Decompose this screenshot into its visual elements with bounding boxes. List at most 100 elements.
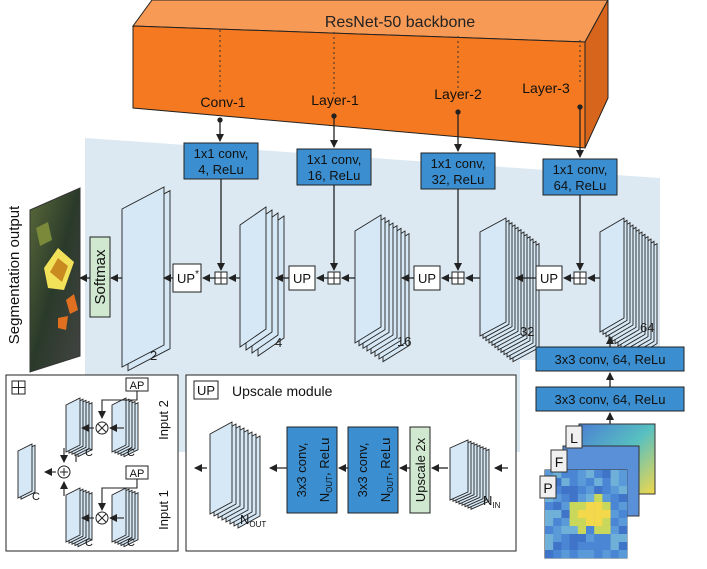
up-box-4: UP [535, 265, 563, 291]
svg-text:NOUT, ReLu: NOUT, ReLu [378, 438, 395, 503]
heatmap-cell [618, 534, 628, 543]
ap-label-top: AP [130, 380, 145, 392]
heatmap-cell [553, 470, 562, 479]
heatmap-cell [586, 542, 595, 551]
svg-text:UP: UP [418, 271, 436, 286]
heatmap-cell [553, 550, 562, 559]
heatmap-cell [577, 502, 587, 511]
conv1x1-64: 1x1 conv, 64, ReLu [542, 158, 618, 196]
feature-map-stacks [121, 186, 658, 372]
heatmap-cell [586, 486, 595, 495]
heatmap-cell [594, 494, 603, 503]
upscale-module-inset: UP Upscale module 3x3 conv, NOUT, ReLu 3… [185, 374, 517, 552]
svg-text:3x3 conv,: 3x3 conv, [355, 443, 370, 498]
heatmap-cell [618, 478, 628, 487]
layer-label-layer3: Layer-3 [522, 80, 570, 96]
upscale-conv-b: 3x3 conv, NOUT, ReLu [347, 426, 399, 514]
heatmap-cell [594, 486, 603, 495]
feature-sheet-16 [354, 214, 382, 344]
feature-sheet-64 [599, 217, 625, 333]
merge-sheet [111, 487, 127, 543]
heatmap-cell [569, 550, 578, 559]
heatmap-cell [594, 502, 603, 511]
heatmap-cell [545, 550, 554, 559]
merge-sheet [111, 397, 127, 453]
up-box-3: UP [413, 265, 441, 291]
c-label: C [127, 537, 135, 549]
heatmap-cell [586, 502, 595, 511]
heatmap-cell [618, 542, 628, 551]
merge-sheet [65, 397, 81, 453]
c-label: C [32, 491, 40, 503]
heatmap-cell [545, 510, 554, 519]
heatmap-cell [561, 550, 570, 559]
svg-text:16, ReLu: 16, ReLu [308, 168, 361, 183]
heatmap-cell [577, 510, 587, 519]
heatmap-cell [545, 470, 554, 479]
heatmap-cell [618, 526, 628, 535]
heatmap-cell [602, 518, 611, 527]
stack-label-64: 64 [640, 320, 654, 335]
heatmap-cell [610, 534, 619, 543]
heatmap-cell [610, 478, 619, 487]
heatmap-cell [577, 486, 587, 495]
heatmap-cell [586, 550, 595, 559]
heatmap-cell [610, 510, 619, 519]
heatmap-cell [545, 534, 554, 543]
upscale-2x-box: Upscale 2x [409, 426, 431, 514]
merge-sheet [17, 443, 33, 499]
input2-label: Input 2 [156, 400, 171, 440]
heatmap-cell [553, 478, 562, 487]
heatmap-cell [561, 470, 570, 479]
heatmap-cell [594, 478, 603, 487]
svg-text:1x1 conv,: 1x1 conv, [307, 152, 362, 167]
svg-text:NOUT, ReLu: NOUT, ReLu [317, 438, 334, 503]
heatmap-cell [586, 518, 595, 527]
input-label-l: L [570, 430, 578, 446]
heatmap-cell [586, 494, 595, 503]
heatmap-cell [561, 478, 570, 487]
conv1x1-16: 1x1 conv, 16, ReLu [296, 148, 372, 186]
heatmap-cell [602, 510, 611, 519]
stack-label-4: 4 [275, 335, 282, 350]
merge-nodes [214, 271, 587, 285]
heatmap-cell [610, 542, 619, 551]
feature-sheet-4 [239, 206, 267, 348]
heatmap-cell [602, 470, 611, 479]
layer-label-conv1: Conv-1 [200, 94, 245, 110]
heatmap-cell [553, 534, 562, 543]
heatmap-cell [569, 470, 578, 479]
heatmap-cell [569, 510, 578, 519]
heatmap-cell [602, 478, 611, 487]
segmentation-output-label: Segmentation output [6, 205, 23, 344]
svg-text:32, ReLu: 32, ReLu [432, 172, 485, 187]
heatmap-cell [561, 502, 570, 511]
heatmap-cell [610, 518, 619, 527]
heatmap-cell [545, 502, 554, 511]
heatmap-cell [610, 470, 619, 479]
svg-text:3x3 conv, 64, ReLu: 3x3 conv, 64, ReLu [554, 392, 665, 407]
stack-label-32: 32 [520, 324, 534, 339]
svg-text:UP*: UP* [177, 269, 199, 286]
heatmap-cell [561, 534, 570, 543]
heatmap-cell [577, 470, 587, 479]
heatmap-cell [618, 550, 628, 559]
up-box-2: UP [288, 265, 316, 291]
heatmap-cell [610, 486, 619, 495]
heatmap-cell [569, 542, 578, 551]
upscale-badge: UP [197, 383, 215, 398]
svg-text:1x1 conv,: 1x1 conv, [431, 156, 486, 171]
heatmap-cell [561, 494, 570, 503]
stack-label-2: 2 [150, 348, 157, 363]
merge-sheet [65, 487, 81, 543]
svg-text:4, ReLu: 4, ReLu [198, 162, 244, 177]
softmax-box: Softmax [89, 236, 111, 318]
conv3x3-upper: 3x3 conv, 64, ReLu [535, 346, 685, 372]
heatmap-cell [586, 470, 595, 479]
up-box-first: UP* [172, 263, 202, 293]
heatmap-cell [577, 526, 587, 535]
heatmap-cell [594, 550, 603, 559]
heatmap-cell [618, 510, 628, 519]
heatmap-cell [602, 494, 611, 503]
heatmap-cell [602, 502, 611, 511]
